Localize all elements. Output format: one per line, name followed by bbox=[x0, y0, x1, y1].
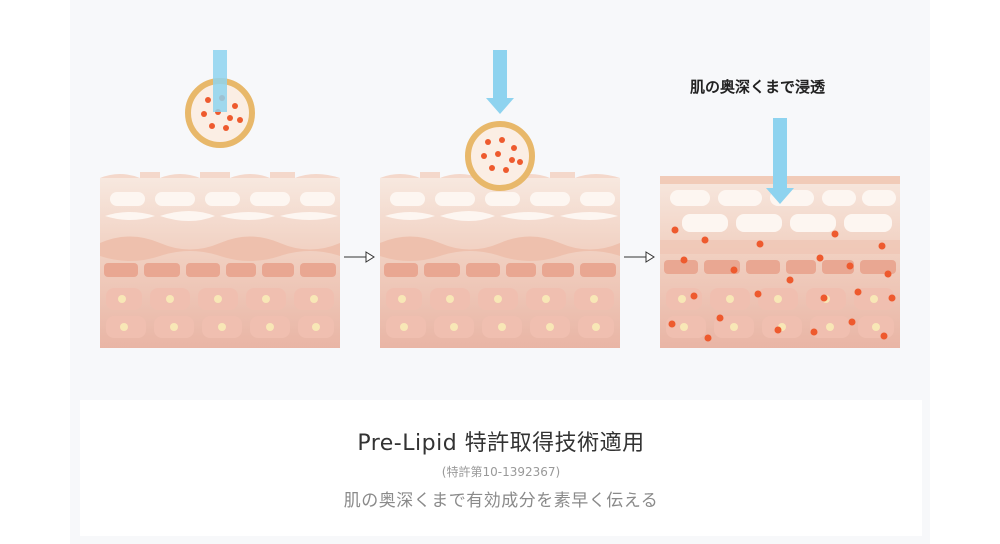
arrow-down-3 bbox=[766, 118, 794, 204]
caption-card: Pre-Lipid 特許取得技術適用 (特許第10-1392367) 肌の奥深く… bbox=[80, 400, 922, 536]
caption-description: 肌の奥深くまで有効成分を素早く伝える bbox=[343, 491, 659, 511]
capsule-2 bbox=[465, 121, 535, 191]
skin-panel-1 bbox=[100, 172, 340, 348]
caption-title: Pre-Lipid 特許取得技術適用 bbox=[357, 431, 645, 456]
penetration-annotation: 肌の奥深くまで浸透 bbox=[690, 78, 826, 96]
skin-penetration-diagram bbox=[100, 50, 900, 348]
process-arrow-2 bbox=[624, 251, 655, 263]
capsule-1 bbox=[185, 50, 255, 148]
patent-number: (特許第10-1392367) bbox=[441, 465, 561, 479]
arrow-down-2 bbox=[486, 50, 514, 114]
skin-panel-3 bbox=[660, 176, 900, 348]
process-arrow-1 bbox=[344, 251, 375, 263]
skin-panel-2 bbox=[380, 172, 620, 348]
